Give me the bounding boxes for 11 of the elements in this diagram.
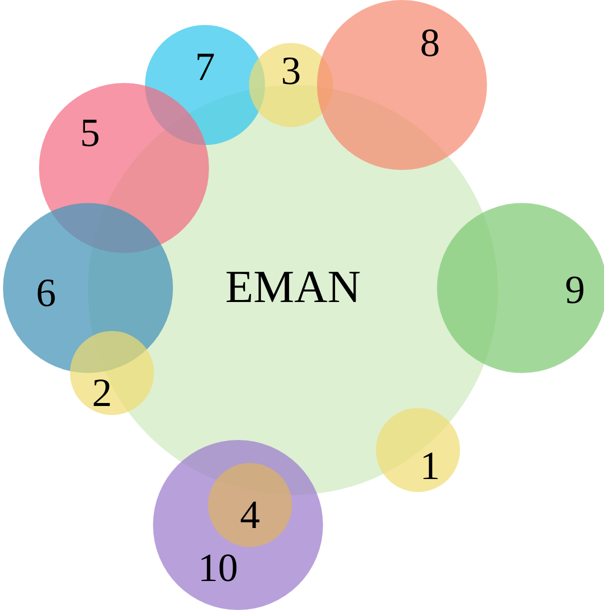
circle-label: EMAN [225,264,361,310]
circle-label: 5 [80,113,100,153]
circle-label: 3 [281,51,301,91]
circle-label: 8 [420,23,440,63]
circle-label: 10 [198,548,238,588]
circle-label: 7 [195,47,215,87]
circle-label: 2 [92,373,112,413]
circle-label: 6 [36,273,56,313]
circle-label: 4 [240,495,260,535]
circle-label: 1 [420,446,440,486]
circle-label: 9 [565,270,585,310]
